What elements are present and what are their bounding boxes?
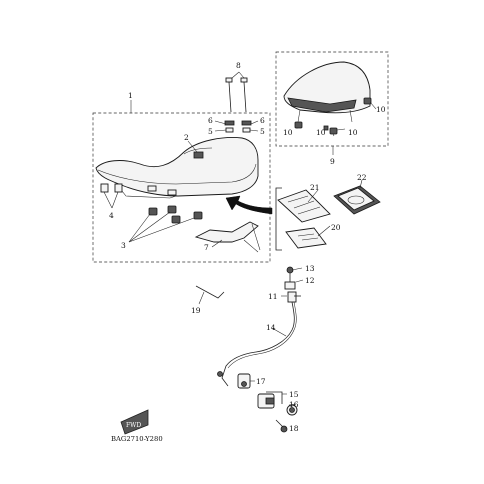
callout-20: 20: [331, 223, 341, 232]
callout-11: 11: [268, 292, 278, 301]
seat-bolts: [224, 77, 252, 133]
fwd-label: FWD: [126, 422, 141, 429]
callout-5b: 5: [260, 127, 265, 136]
tool-bag: [333, 185, 381, 215]
seat: [95, 137, 259, 199]
callout-8: 8: [236, 61, 241, 70]
callout-14: 14: [266, 323, 276, 332]
seat-group-box: [92, 112, 271, 263]
callout-2: 2: [184, 133, 189, 142]
side-clips: [100, 183, 123, 193]
callout-4: 4: [109, 211, 114, 220]
callout-13: 13: [305, 264, 315, 273]
callout-19: 19: [191, 306, 201, 315]
callout-10d: 10: [376, 105, 386, 114]
callout-22: 22: [357, 173, 367, 182]
damper-pads: [148, 205, 203, 224]
callout-15: 15: [289, 390, 299, 399]
callout-3: 3: [121, 241, 126, 250]
rear-cover-group-box: [275, 51, 389, 147]
label-sheet: [285, 227, 327, 249]
curved-forward-arrow: [225, 195, 273, 215]
seat-bracket: [194, 221, 261, 253]
callout-10c: 10: [348, 128, 358, 137]
callout-17: 17: [256, 377, 266, 386]
callout-9: 9: [330, 157, 335, 166]
callout-16: 16: [289, 400, 299, 409]
callout-18: 18: [289, 424, 299, 433]
fwd-direction-badge: FWD: [120, 409, 149, 435]
seat-lock-assembly: [284, 266, 301, 303]
callout-6a: 6: [208, 116, 213, 125]
callout-6b: 6: [260, 116, 265, 125]
callout-21: 21: [310, 183, 320, 192]
seat-hook: [193, 151, 204, 159]
callout-labels: 1 2 3 4 5 5 6 6 7 8 9 10 10 10 10 11 12 …: [109, 61, 386, 443]
callout-7: 7: [204, 243, 209, 252]
drawing-code: BAG2710-Y280: [111, 435, 163, 443]
seat-lock-body: [237, 373, 298, 433]
rear-seat-cowl: [283, 61, 372, 135]
owner-manual: [277, 189, 331, 223]
seat-lock-cable: [221, 301, 295, 387]
hex-wrench: [195, 285, 225, 299]
callout-12: 12: [305, 276, 315, 285]
callout-1: 1: [128, 91, 133, 100]
callout-10a: 10: [283, 128, 293, 137]
callout-10b: 10: [316, 128, 326, 137]
callout-5a: 5: [208, 127, 213, 136]
leader-lines: [103, 71, 377, 429]
